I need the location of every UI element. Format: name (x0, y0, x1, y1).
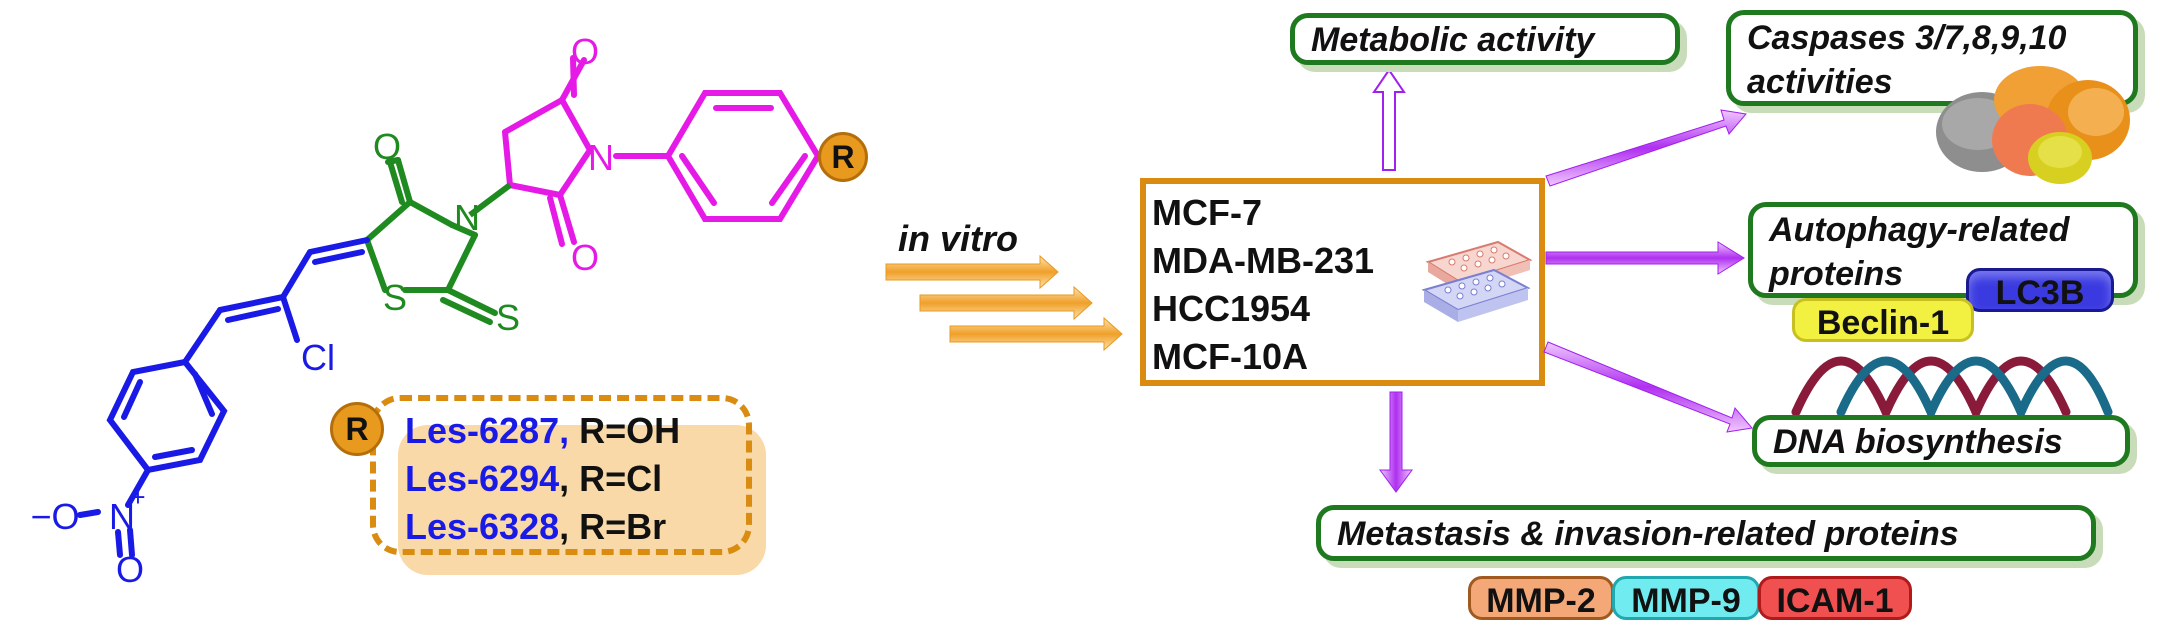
cell-line-2: MDA-MB-231 (1152, 240, 1375, 281)
arrow-1 (885, 254, 1059, 290)
autophagy-box: Autophagy-related proteins (1748, 202, 2138, 298)
well-plate-icon (1421, 240, 1533, 322)
derivative-sub-2: , R=Cl (559, 458, 663, 499)
cell-line-1: MCF-7 (1152, 192, 1262, 233)
arrow-metastasis (1379, 391, 1413, 493)
arrow-autophagy (1545, 241, 1745, 275)
atom-s-ring: S (382, 277, 408, 318)
metastasis-box: Metastasis & invasion-related proteins (1316, 505, 2096, 561)
derivative-code-2: Les-6294 (405, 458, 560, 499)
atom-nitro-o: O (115, 549, 145, 590)
lc3b-badge: LC3B (1966, 268, 2114, 312)
derivatives-r-badge: R (330, 402, 384, 456)
arrow-caspases (1545, 109, 1747, 187)
atom-nitro-n: N (109, 496, 135, 537)
caspases-label-2: activities (1747, 63, 1893, 101)
metastasis-label: Metastasis & invasion-related proteins (1337, 515, 1959, 553)
derivative-sub-3: , R=Br (559, 506, 667, 547)
derivative-row-2: Les-6294, R=Cl (405, 458, 662, 500)
atom-nitro-o-minus: −O (30, 496, 80, 537)
r-group-label: R (831, 139, 855, 175)
n-link-bond (468, 182, 512, 218)
dna-label: DNA biosynthesis (1773, 423, 2063, 461)
autophagy-label-1: Autophagy-related (1769, 211, 2070, 249)
cell-line-3: HCC1954 (1152, 288, 1311, 329)
arrow-2 (919, 285, 1093, 321)
derivative-row-1: Les-6287, R=OH (405, 410, 680, 452)
mmp2-badge: MMP-2 (1468, 576, 1614, 620)
atom-n-thiazolidinone: N (454, 197, 480, 238)
dna-helix-icon (1791, 356, 2113, 420)
atom-s-thione: S (495, 297, 521, 338)
atom-o-top: O (570, 31, 600, 72)
autophagy-label-2: proteins (1769, 255, 1904, 293)
icam1-badge: ICAM-1 (1758, 576, 1912, 620)
derivative-code-1: Les-6287, (405, 410, 570, 451)
atom-n-succinimide: N (588, 137, 614, 178)
chloro-nitrophenyl-bonds (77, 237, 370, 558)
metabolic-box: Metabolic activity (1290, 13, 1680, 65)
cell-line-4: MCF-10A (1152, 336, 1309, 377)
atom-cl: Cl (301, 337, 335, 378)
atom-nitro-plus: + (130, 482, 146, 512)
mmp9-badge: MMP-9 (1612, 576, 1760, 620)
r-group-badge: R (818, 132, 868, 182)
succinimide-phenyl-bonds (502, 55, 823, 247)
atom-o-bottom: O (570, 237, 600, 278)
beclin-badge: Beclin-1 (1792, 298, 1974, 342)
derivatives-r-label: R (345, 411, 369, 447)
in-vitro-label: in vitro (898, 218, 1019, 259)
thiazolidinone-bonds (364, 157, 498, 325)
derivative-sub-1: R=OH (579, 410, 681, 451)
arrow-dna (1543, 341, 1753, 433)
atom-o-thiazolidinone: O (372, 126, 402, 167)
arrow-metabolic (1372, 68, 1406, 171)
metabolic-label: Metabolic activity (1311, 21, 1595, 59)
dna-box: DNA biosynthesis (1752, 415, 2130, 467)
caspases-label-1: Caspases 3/7,8,9,10 (1747, 19, 2067, 57)
arrow-3 (949, 316, 1123, 352)
derivatives-box (370, 395, 752, 555)
derivative-row-3: Les-6328, R=Br (405, 506, 666, 548)
caspase-structures-icon (1936, 66, 2130, 184)
derivative-code-3: Les-6328 (405, 506, 560, 547)
